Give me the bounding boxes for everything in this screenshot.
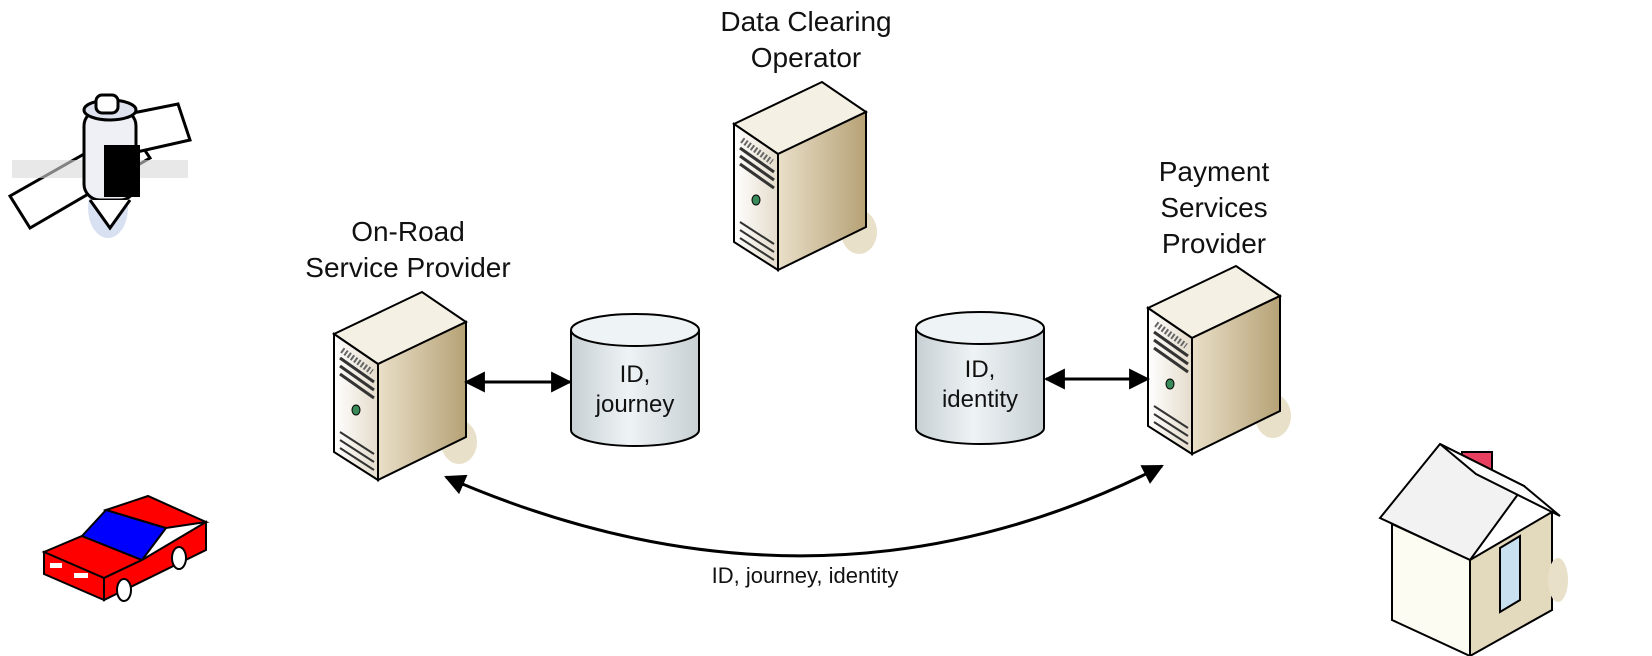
house-icon [1378, 442, 1568, 656]
flow-label: ID, journey, identity [711, 563, 899, 588]
payment-services-provider-label: Payment Services Provider [1116, 154, 1312, 262]
payment-line3: Provider [1161, 228, 1267, 259]
on-road-service-provider-label: On-Road Service Provider [278, 214, 538, 286]
payment-line2: Services [1160, 192, 1268, 223]
on-road-line2: Service Provider [305, 252, 511, 283]
server-icon-on-road [334, 292, 477, 480]
arrow-onroad-payment-flow [444, 464, 1164, 558]
identity-db-line1: ID, [964, 356, 996, 383]
server-icon-data-clearing [734, 82, 877, 270]
payment-line1: Payment [1158, 156, 1270, 187]
on-road-line1: On-Road [351, 216, 465, 247]
data-clearing-operator-line1: Data Clearing [720, 6, 892, 37]
journey-db-line1: ID, [619, 361, 651, 388]
data-clearing-operator-line2: Operator [750, 42, 862, 73]
data-clearing-operator-label: Data Clearing Operator [686, 4, 926, 76]
journey-db-label: ID, journey [571, 360, 699, 420]
identity-db-label: ID, identity [916, 355, 1044, 415]
journey-db-line2: journey [595, 391, 675, 418]
satellite-icon [7, 93, 192, 238]
car-icon [41, 494, 210, 602]
identity-db-line2: identity [941, 386, 1019, 413]
server-icon-payment [1148, 266, 1291, 454]
